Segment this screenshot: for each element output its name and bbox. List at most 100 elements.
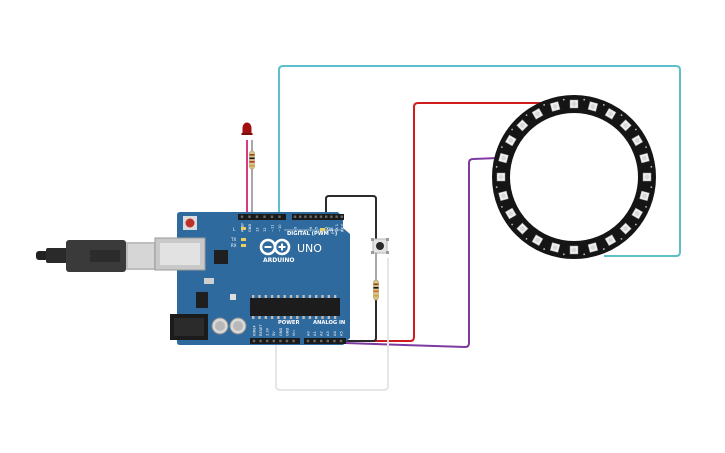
wire-purple[interactable] [344, 157, 499, 348]
chip-pin [277, 295, 280, 298]
wire-red[interactable] [325, 102, 545, 342]
brand-label: ARDUINO [263, 257, 294, 264]
header-pin[interactable] [252, 339, 256, 343]
ring-pixel [504, 134, 517, 147]
usb-cable[interactable] [36, 240, 156, 272]
pin-label: ~6 [309, 226, 313, 232]
pin-label: 13 [256, 227, 260, 232]
ring-pad [525, 237, 528, 240]
microcontroller-chip [250, 295, 340, 319]
chip-pin [289, 316, 293, 319]
pushbutton[interactable] [371, 238, 389, 254]
header-pin[interactable] [263, 215, 266, 218]
header-pin[interactable] [306, 339, 310, 343]
led-label-rx: RX [231, 243, 237, 248]
header-pin[interactable] [326, 339, 329, 343]
power-label: POWER [278, 320, 299, 326]
header-pin[interactable] [272, 339, 275, 343]
ring-pad [525, 114, 528, 117]
header-pin[interactable] [259, 339, 262, 343]
header-pin[interactable] [285, 339, 289, 343]
ring-pad [495, 186, 498, 189]
pin-label: 12 [263, 227, 267, 232]
ring-pad [562, 253, 565, 256]
header-pin[interactable] [248, 215, 251, 218]
led[interactable] [241, 122, 253, 136]
chip-pin [308, 316, 312, 319]
header-pin[interactable] [304, 215, 307, 218]
pin-label: ~5 [314, 227, 318, 232]
header-pin[interactable] [240, 215, 244, 218]
chip-pin [283, 316, 286, 319]
header-pin[interactable] [270, 215, 274, 218]
header-pin[interactable] [340, 215, 343, 218]
ring-pad [543, 104, 546, 106]
header-pin[interactable] [335, 215, 338, 218]
header-pin[interactable] [278, 215, 281, 218]
header-pin[interactable] [299, 215, 302, 218]
chip-pin [264, 316, 267, 319]
wire-black[interactable] [325, 195, 377, 244]
digital-header-left [238, 214, 286, 220]
header-pin[interactable] [255, 215, 259, 218]
ring-pixel [549, 242, 561, 253]
chip-pin [258, 295, 261, 298]
header-pin[interactable] [333, 339, 336, 343]
pin-label: A0 [306, 331, 310, 336]
ring-pixel [604, 234, 617, 247]
ring-pad [583, 253, 586, 256]
header-pin[interactable] [292, 339, 295, 343]
chip-pin [258, 316, 261, 319]
ring-pad [645, 146, 647, 149]
header-pin[interactable] [325, 215, 328, 218]
pin-label: GND [285, 328, 289, 336]
ring-pixel [587, 101, 599, 112]
header-pin[interactable] [320, 339, 323, 343]
ring-pixel [587, 242, 599, 253]
pin-label: ~10 [278, 224, 282, 232]
header-pin[interactable] [330, 215, 333, 218]
chip-pin [264, 295, 267, 298]
ring-pixel [631, 134, 644, 147]
pin-label: GND [279, 328, 283, 336]
ring-pad [511, 223, 514, 226]
resistor-led[interactable] [249, 150, 255, 170]
resistor-button[interactable] [373, 279, 379, 301]
header-pin[interactable] [313, 339, 316, 343]
ring-pixel [569, 99, 579, 109]
arduino-logo [259, 238, 291, 256]
digital-label: DIGITAL (PWM ~) [287, 231, 337, 237]
pin-label: 7 [304, 230, 308, 232]
ring-pad [650, 165, 653, 168]
chip-pin [270, 316, 274, 319]
neopixel-ring[interactable] [492, 95, 656, 259]
pin-label: RESET [259, 324, 263, 336]
header-pin[interactable] [309, 215, 312, 218]
chip-pin [321, 295, 324, 298]
chip-pin [296, 316, 299, 319]
pin-label: A2 [320, 331, 324, 336]
chip-pin [308, 295, 312, 298]
chip-pin [333, 295, 337, 298]
ring-pixel [496, 172, 506, 182]
header-pin[interactable] [339, 339, 343, 343]
header-pin[interactable] [293, 215, 297, 218]
pin-label: ~9 [294, 226, 298, 232]
pin-label: 5V [272, 331, 276, 336]
ring-pixel [642, 172, 652, 182]
pin-label: GND [248, 224, 252, 232]
ring-pad [620, 237, 623, 240]
header-pin[interactable] [266, 339, 269, 343]
header-pin[interactable] [279, 339, 282, 343]
wire-white[interactable] [275, 258, 389, 391]
wire-black-gnd[interactable] [330, 300, 377, 342]
wire-cyan[interactable] [278, 65, 681, 257]
ring-pad [634, 128, 637, 131]
ring-pad [511, 128, 514, 131]
ring-pad [501, 205, 503, 208]
header-pin[interactable] [319, 215, 323, 218]
header-pin[interactable] [314, 215, 317, 218]
ring-pad [562, 98, 565, 101]
